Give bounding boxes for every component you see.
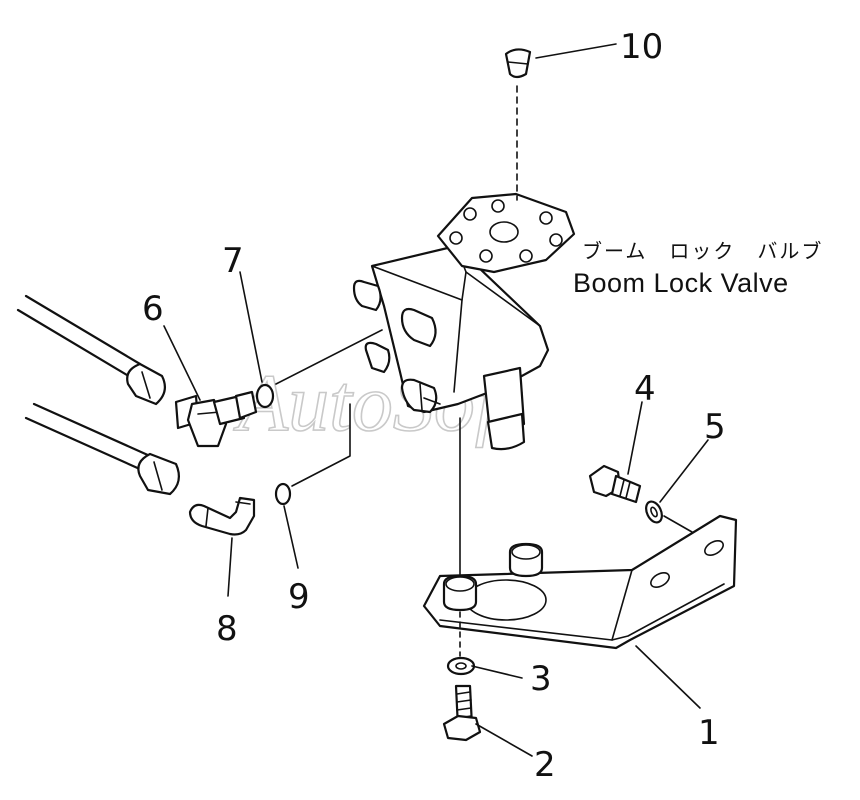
title-english: Boom Lock Valve: [573, 268, 789, 298]
assembly-line-washer-5: [663, 515, 693, 533]
callout-8: 8: [216, 609, 238, 649]
leader-lines: [163, 43, 709, 757]
bolt-part-2: [442, 684, 482, 742]
washer-part-5: [645, 500, 663, 524]
o-ring-part-9: [274, 482, 292, 506]
callout-5: 5: [704, 407, 726, 447]
boom-lock-valve-body: [352, 192, 576, 451]
callout-6: 6: [142, 289, 164, 329]
callout-3: 3: [530, 659, 552, 699]
elbow-fitting-part-8: [188, 496, 256, 536]
assembly-line-port-lower: [291, 403, 351, 487]
bracket-part-1: [422, 514, 738, 650]
valve-detail: [423, 397, 441, 405]
callout-9: 9: [288, 577, 310, 617]
lower-hose: [24, 402, 181, 496]
callout-4: 4: [634, 369, 656, 409]
o-ring-part-7: [255, 383, 275, 409]
callout-1: 1: [698, 713, 720, 753]
plug-part-10: [504, 48, 532, 79]
callout-7: 7: [222, 241, 244, 281]
washer-part-3: [446, 656, 476, 676]
callout-2: 2: [534, 745, 556, 785]
upper-hose: [16, 294, 167, 406]
callout-10: 10: [620, 27, 663, 67]
title-japanese: ブーム ロック バルブ: [582, 239, 823, 263]
elbow-fitting-part-6: [174, 390, 258, 448]
assembly-line-port-upper: [275, 329, 383, 385]
bolt-part-4: [588, 464, 642, 504]
